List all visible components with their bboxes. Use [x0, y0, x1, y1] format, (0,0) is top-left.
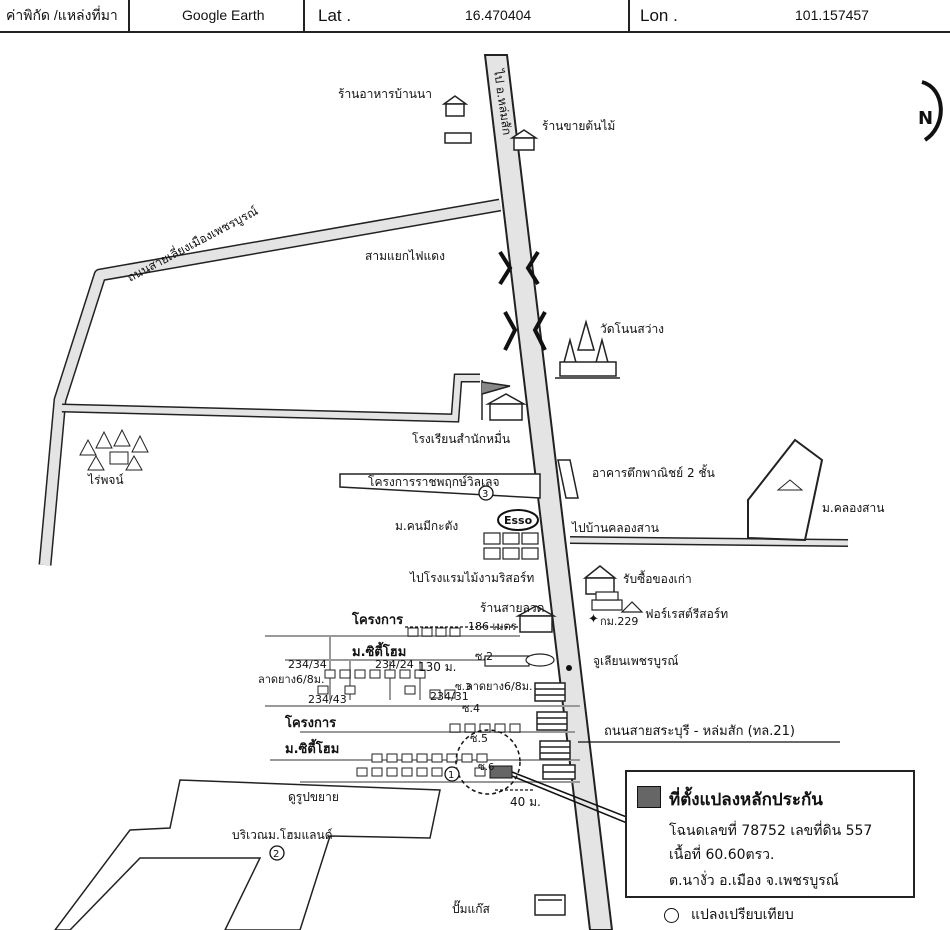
collateral-swatch	[637, 786, 661, 808]
label-farm: ไร่พจน์	[87, 473, 124, 487]
label-distance186: 186 เมตร	[468, 620, 517, 633]
gas-pump-icon	[534, 894, 566, 916]
main-highway	[483, 54, 614, 930]
source-label: ค่าพิกัด /แหล่งที่มา	[6, 7, 118, 23]
label-num3: 3	[482, 489, 488, 500]
comparison-circle-icon	[664, 907, 679, 923]
plant-shop-icon	[509, 129, 539, 151]
label-main-road: ถนนสายสระบุรี - หล่มสัก (ทล.21)	[604, 723, 795, 739]
header-divider	[128, 0, 130, 31]
temple-icon	[555, 319, 620, 379]
restaurant-icon	[441, 95, 472, 144]
label-kanomkadang: ม.คนมีกะตัง	[395, 519, 458, 533]
label-dist40: 40 ม.	[510, 795, 541, 809]
label-house-234-34: 234/34	[288, 658, 327, 671]
homeland-area	[54, 779, 441, 930]
school-icon	[481, 380, 527, 421]
bypass-road-inner	[40, 200, 501, 566]
label-commercial-bldg: อาคารตึกพาณิชย์ 2 ชั้น	[592, 464, 715, 480]
label-soi4: ซ.4	[462, 702, 480, 715]
comparison-circle	[455, 729, 521, 795]
label-project2: โครงการ	[284, 714, 336, 731]
label-to-khlong-san: ไปบ้านคลองสาน	[571, 521, 659, 535]
marker-2-circle	[269, 845, 285, 861]
scrap-buyer-icon	[582, 565, 618, 595]
comparison-legend: แปลงเปรียบเทียบ	[664, 904, 794, 926]
forest-resort-icon	[591, 591, 644, 613]
label-soi3: ซ.3	[455, 682, 471, 693]
farm-trees-icon	[79, 428, 149, 471]
label-esso: Esso	[504, 514, 533, 527]
roadside-buildings	[534, 682, 576, 780]
house-rows	[317, 627, 521, 777]
label-asphalt1: ลาดยาง6/8ม.	[258, 673, 325, 686]
julien-building-icon	[484, 653, 555, 667]
label-wire-shop: ร้านสายลวด	[480, 601, 544, 615]
label-julien: จูเลียนเพชรบูรณ์	[593, 654, 679, 669]
marker-1-circle	[444, 766, 460, 782]
label-gas-pump: ปั๊มแก๊ส	[452, 900, 491, 916]
julien-dot	[566, 665, 572, 671]
label-city-home1: ม.ซิตี้โฮม	[352, 641, 406, 660]
marker-3-circle	[478, 485, 494, 501]
label-culvert: ดูรูปขยาย	[288, 790, 339, 805]
label-scrap-buyer: รับซื้อของเก่า	[623, 570, 692, 586]
label-khlong-san: ม.คลองสาน	[822, 501, 884, 515]
label-num2: 2	[273, 849, 279, 860]
label-soi2: ซ.2	[475, 650, 493, 663]
label-house-234-24: 234/24	[375, 658, 414, 671]
label-soi6: ซ.6	[478, 762, 494, 773]
legend-title: ที่ตั้งแปลงหลักประกัน	[669, 790, 823, 810]
commercial-building-icon	[557, 459, 579, 499]
label-asphalt2: ลาดยาง6/8ม.	[466, 680, 533, 693]
label-project1: โครงการ	[351, 611, 403, 628]
label-temple: วัดโนนสว่าง	[600, 322, 664, 336]
hut-icon	[776, 479, 804, 491]
north-arrow-icon: N	[918, 80, 943, 142]
wire-shop-icon	[515, 605, 557, 633]
label-school: โรงเรียนสำนักหมื่น	[412, 430, 510, 446]
label-forest-resort: ฟอร์เรสต์รีสอร์ท	[645, 607, 728, 621]
lon-value: 101.157457	[795, 7, 869, 23]
label-dist130: 130 ม.	[418, 660, 456, 674]
legend-location: ต.นางั่ว อ.เมือง จ.เพชรบูรณ์	[669, 873, 839, 889]
header-divider	[303, 0, 305, 31]
label-bypass-road: ถนนสายเลี่ยงเมืองเพชรบูรณ์	[124, 202, 261, 286]
label-city-home2: ม.ซิตี้โฮม	[285, 738, 339, 757]
label-traffic-light: สามแยกไฟแดง	[365, 249, 445, 263]
header-divider	[628, 0, 630, 31]
overpass-marks	[498, 250, 547, 351]
label-to-hotel: ไปโรงแรมไม้งามริสอร์ท	[409, 571, 534, 585]
label-km-marker: กม.229	[600, 615, 638, 628]
khlong-san-road-inner	[569, 537, 849, 546]
label-royal-project: โครงการราชพฤกษ์วิลเลจ	[368, 475, 499, 489]
km-star-icon: ✦	[588, 612, 599, 627]
header-bar: ค่าพิกัด /แหล่งที่มา Google Earth Lat . …	[0, 0, 950, 33]
lon-label: Lon .	[640, 6, 678, 25]
comparison-label: แปลงเปรียบเทียบ	[691, 907, 794, 923]
label-plant-shop: ร้านขายต้นไม้	[542, 119, 615, 133]
label-restaurant: ร้านอาหารบ้านนา	[338, 87, 432, 101]
north-letter: N	[918, 108, 933, 129]
label-house-234-31: 234/31	[430, 690, 469, 703]
legend-deed: โฉนดเลขที่ 78752 เลขที่ดิน 557	[669, 823, 873, 839]
lat-label: Lat .	[318, 6, 352, 25]
label-homeland: บริเวณม.โฮมแลนด์	[232, 828, 333, 842]
school-road-inner	[61, 375, 480, 422]
lat-value: 16.470404	[465, 7, 532, 23]
source-value: Google Earth	[182, 7, 265, 23]
legend-area: เนื้อที่ 60.60ตรว.	[669, 847, 775, 863]
label-house-234-43: 234/43	[308, 693, 347, 706]
legend-box: ที่ตั้งแปลงหลักประกัน โฉนดเลขที่ 78752 เ…	[625, 770, 915, 898]
label-num1: 1	[448, 770, 454, 781]
label-soi5: ซ.5	[470, 732, 488, 745]
esso-station-icon	[483, 509, 539, 560]
